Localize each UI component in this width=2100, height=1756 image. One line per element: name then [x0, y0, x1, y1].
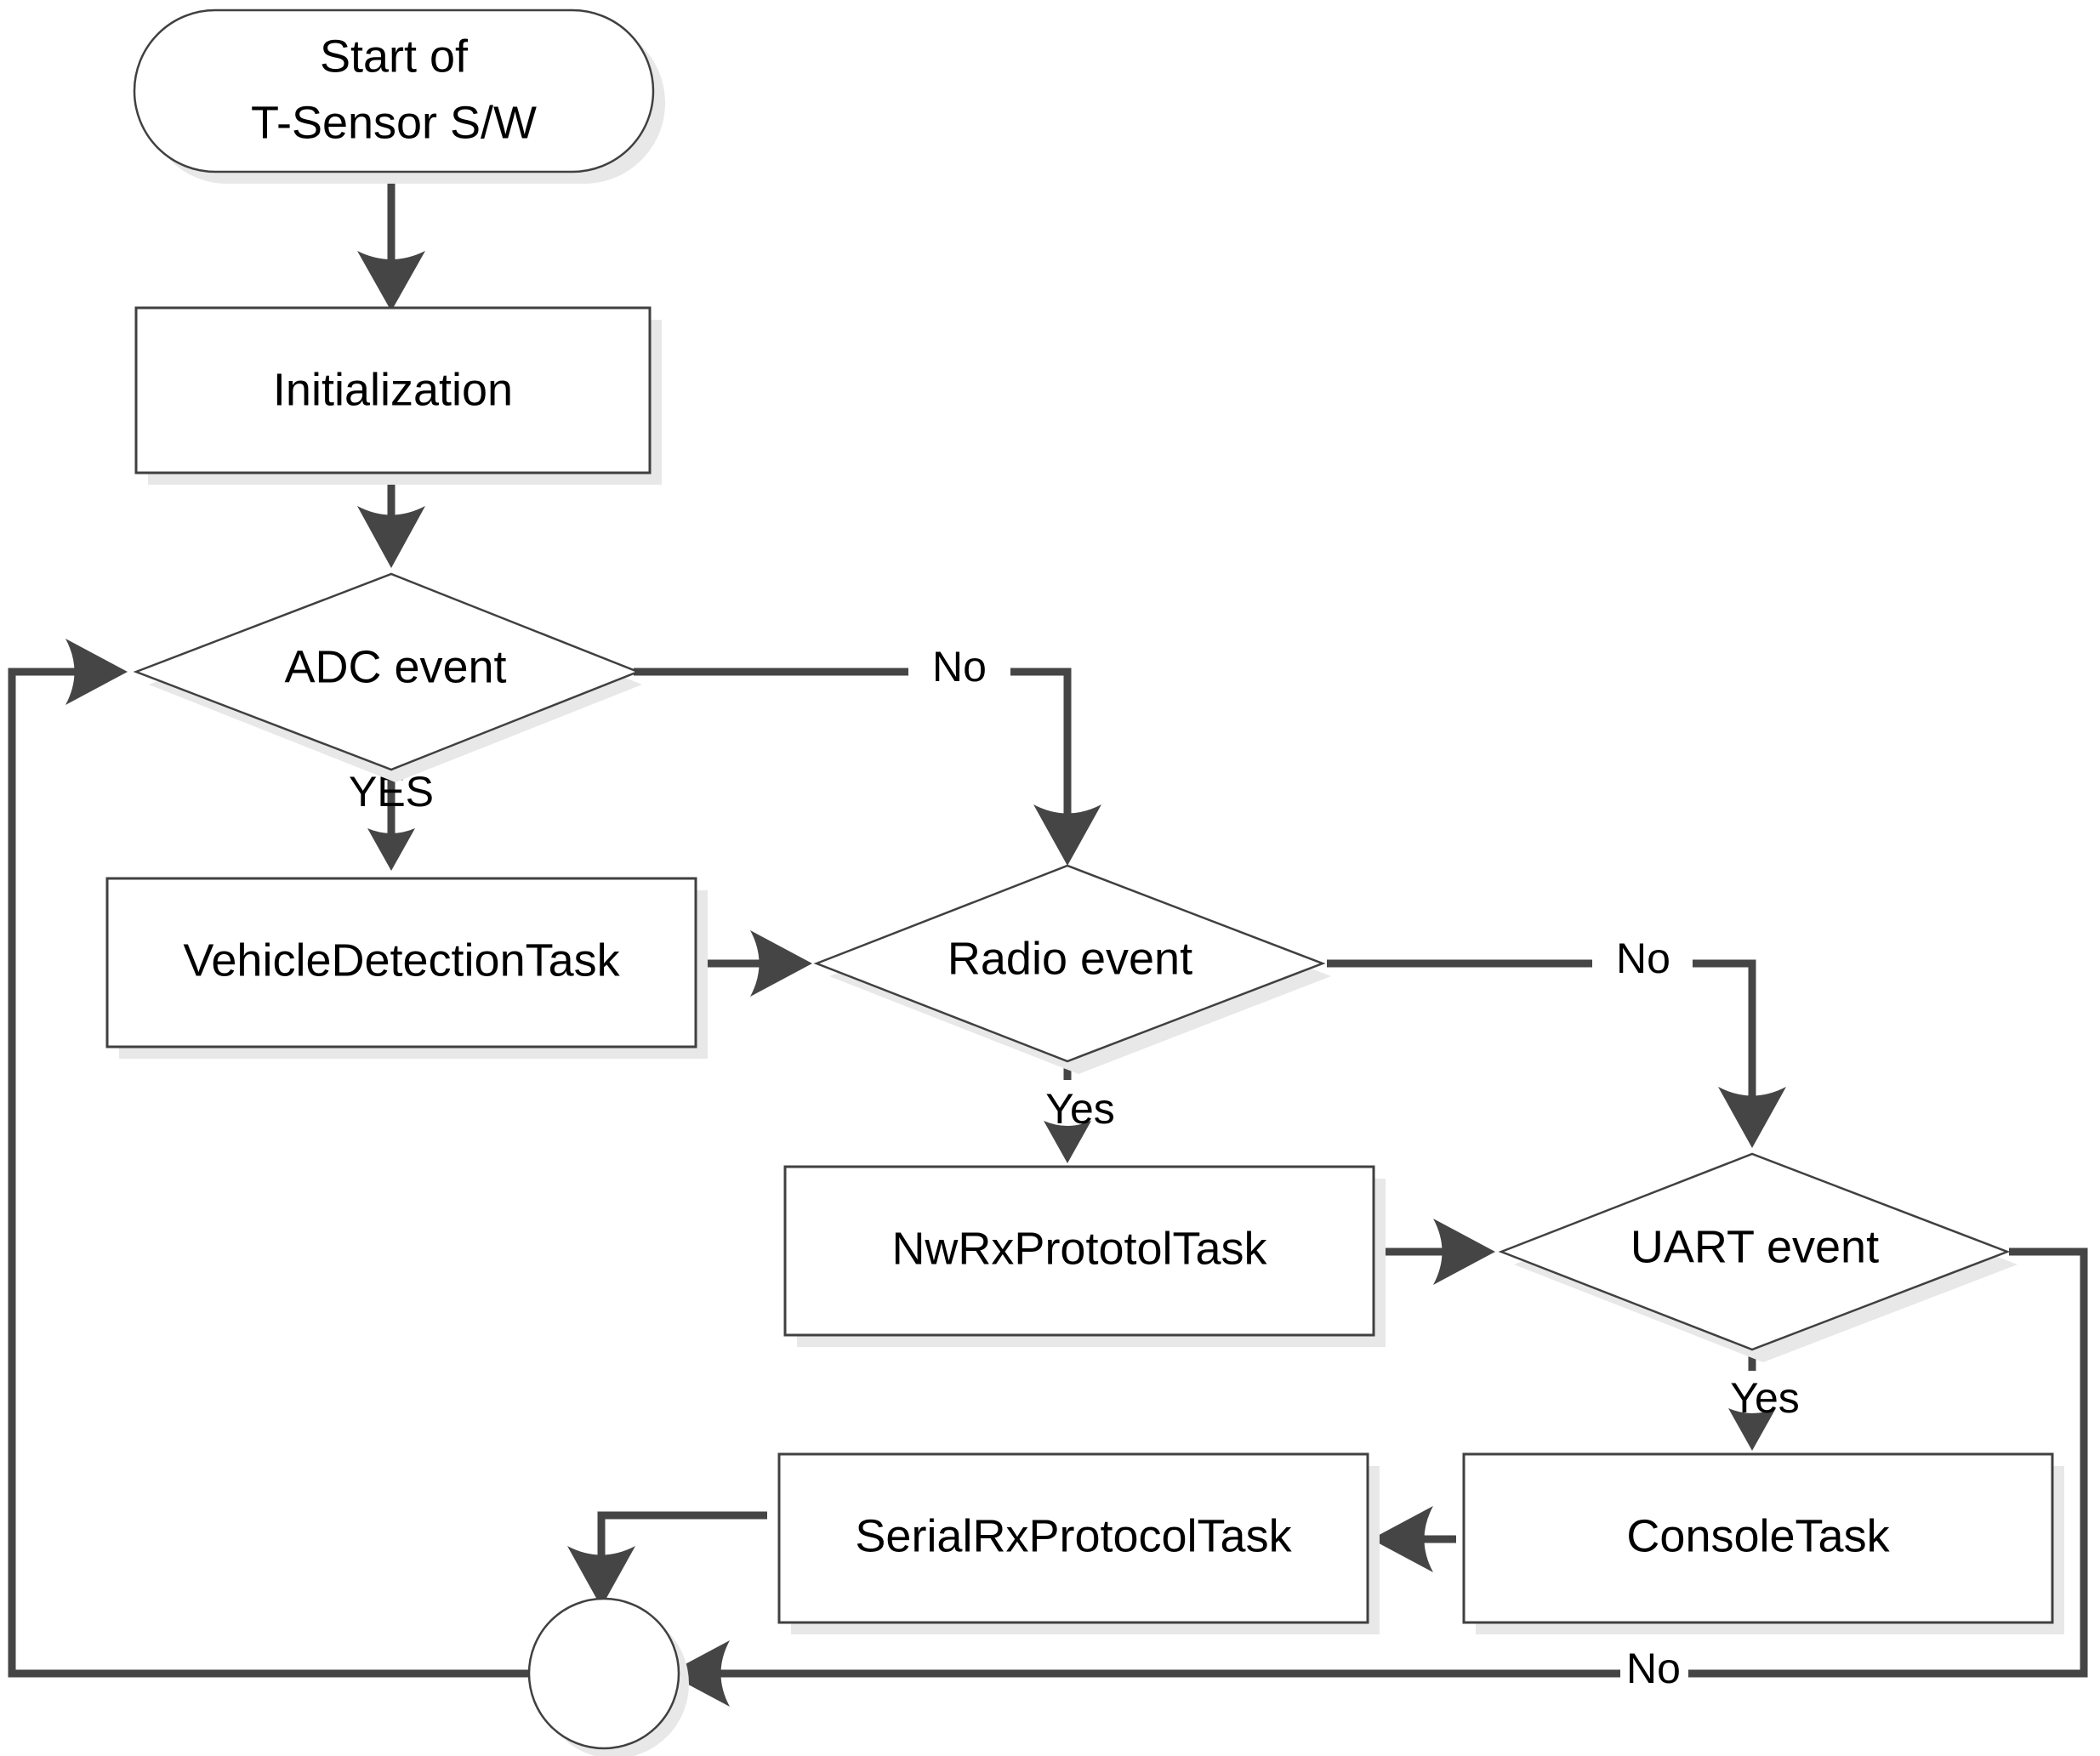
edge-label-adc-no: No [932, 643, 987, 690]
node-uart-event-shape [1498, 1152, 2011, 1351]
edge-radio-event-no-to-uart-event [1327, 959, 1786, 1148]
node-connector[interactable] [527, 1597, 689, 1756]
edge-initialization-to-adc-event [357, 476, 425, 568]
node-start-label-line1: Start of [320, 31, 469, 82]
edge-nwrx-prototol-task-to-uart-event [1378, 1219, 1495, 1285]
edge-label-radio-yes: Yes [1045, 1085, 1115, 1133]
node-start-shape [133, 9, 655, 173]
node-radio-event-shape [813, 864, 1326, 1063]
node-vehicle-detection-task-shape [105, 877, 697, 1048]
node-console-task-shape [1462, 1452, 2054, 1624]
node-start-label-line2: T-Sensor S/W [251, 97, 537, 148]
edge-label-uart-no: No [1626, 1645, 1681, 1692]
node-adc-event-label: ADC event [284, 641, 506, 692]
edge-serial-rx-protocol-task-to-connector [567, 1511, 767, 1607]
node-serial-rx-protocol-task[interactable]: SerialRxProtocolTask [777, 1452, 1380, 1634]
node-connector-shape [527, 1597, 680, 1750]
node-adc-event[interactable]: ADC event [133, 572, 642, 782]
node-nwrx-prototol-task-shape [783, 1165, 1375, 1337]
node-adc-event-shape [133, 572, 641, 771]
node-nwrx-prototol-task-label: NwRxPrototolTask [891, 1223, 1267, 1274]
node-serial-rx-protocol-task-shape [777, 1452, 1369, 1624]
edge-label-radio-no: No [1616, 935, 1670, 982]
node-console-task[interactable]: ConsoleTask [1462, 1452, 2064, 1634]
node-radio-event-label: Radio event [948, 933, 1192, 984]
node-start[interactable]: Start of T-Sensor S/W [133, 9, 665, 184]
edge-uart-event-no-to-connector [668, 1247, 2088, 1707]
edge-adc-event-no-to-radio-event [634, 668, 1101, 866]
node-vehicle-detection-task-label: VehicleDetectionTask [183, 935, 620, 986]
node-nwrx-prototol-task[interactable]: NwRxPrototolTask [783, 1165, 1386, 1347]
edge-vehicle-detection-task-to-radio-event [699, 930, 812, 997]
node-initialization-shape [134, 306, 652, 475]
node-serial-rx-protocol-task-label: SerialRxProtocolTask [855, 1510, 1292, 1561]
node-uart-event[interactable]: UART event [1498, 1152, 2017, 1362]
edge-label-uart-yes: Yes [1730, 1374, 1800, 1422]
edge-connector-to-adc-event [8, 639, 538, 1678]
edge-start-to-initialization [357, 177, 425, 311]
node-initialization-label: Initialization [273, 364, 513, 415]
node-console-task-label: ConsoleTask [1626, 1510, 1890, 1561]
edge-console-task-to-serial-rx-protocol-task [1371, 1506, 1456, 1572]
node-vehicle-detection-task[interactable]: VehicleDetectionTask [105, 877, 708, 1059]
node-initialization[interactable]: Initialization [134, 306, 662, 485]
node-radio-event[interactable]: Radio event [813, 864, 1331, 1074]
node-uart-event-label: UART event [1630, 1221, 1879, 1272]
